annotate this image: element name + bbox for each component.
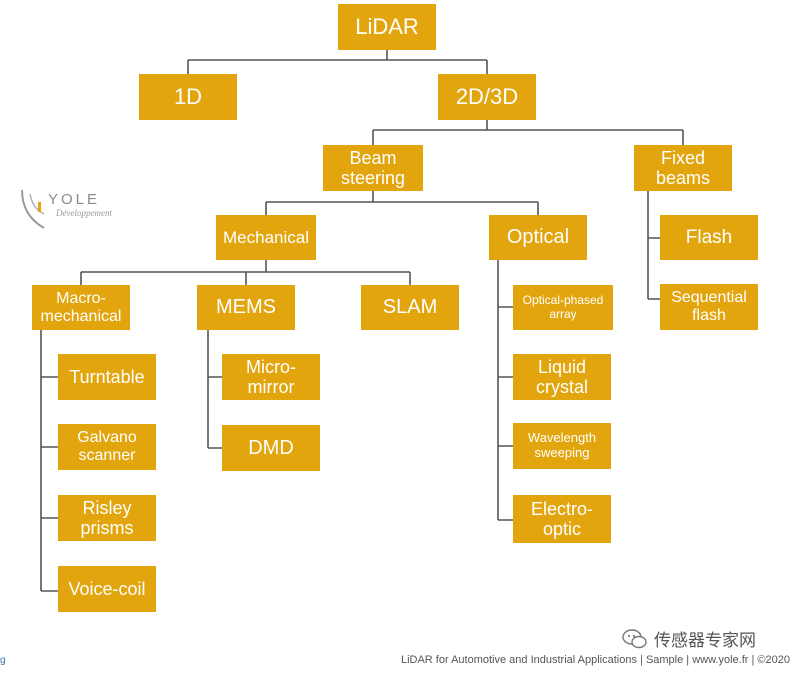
connector-mems (207, 330, 222, 449)
node-fixed-beams: Fixed beams (634, 145, 732, 191)
node-slam: SLAM (361, 285, 459, 330)
connector-2d3d (372, 120, 684, 145)
logo-subtitle: Développement (56, 208, 112, 218)
yole-logo-mark-icon (21, 189, 45, 229)
wechat-icon (622, 628, 647, 648)
node-macro-mechanical: Macro- mechanical (32, 285, 130, 330)
node-mechanical: Mechanical (216, 215, 316, 260)
node-flash: Flash (660, 215, 758, 260)
node-turntable: Turntable (58, 354, 156, 400)
node-risley-prisms: Risley prisms (58, 495, 156, 541)
node-micro-mirror: Micro- mirror (222, 354, 320, 400)
corner-fragment: g (0, 655, 6, 666)
node-optical-phased-array: Optical-phased array (513, 285, 613, 330)
node-mems: MEMS (197, 285, 295, 330)
footer-text: LiDAR for Automotive and Industrial Appl… (400, 654, 790, 666)
watermark-text: 传感器专家网 (654, 631, 756, 650)
node-lidar: LiDAR (338, 4, 436, 50)
node-optical: Optical (489, 215, 587, 260)
connector-beam-steering (265, 191, 539, 215)
node-galvano-scanner: Galvano scanner (58, 424, 156, 470)
connector-mechanical (80, 260, 411, 285)
logo-name: YOLE (48, 191, 101, 208)
connector-macro (40, 330, 58, 592)
node-voice-coil: Voice-coil (58, 566, 156, 612)
yole-logo: YOLE Développement (16, 188, 126, 232)
connector-fixed-beams (647, 191, 660, 300)
node-wavelength-sweeping: Wavelength sweeping (513, 423, 611, 469)
watermark: 传感器专家网 (622, 626, 756, 651)
node-electro-optic: Electro- optic (513, 495, 611, 543)
connector-optical (497, 260, 513, 521)
connector-lidar (187, 50, 488, 74)
node-dmd: DMD (222, 425, 320, 471)
node-beam-steering: Beam steering (323, 145, 423, 191)
node-2d-3d: 2D/3D (438, 74, 536, 120)
node-1d: 1D (139, 74, 237, 120)
node-liquid-crystal: Liquid crystal (513, 354, 611, 400)
node-sequential-flash: Sequential flash (660, 284, 758, 330)
